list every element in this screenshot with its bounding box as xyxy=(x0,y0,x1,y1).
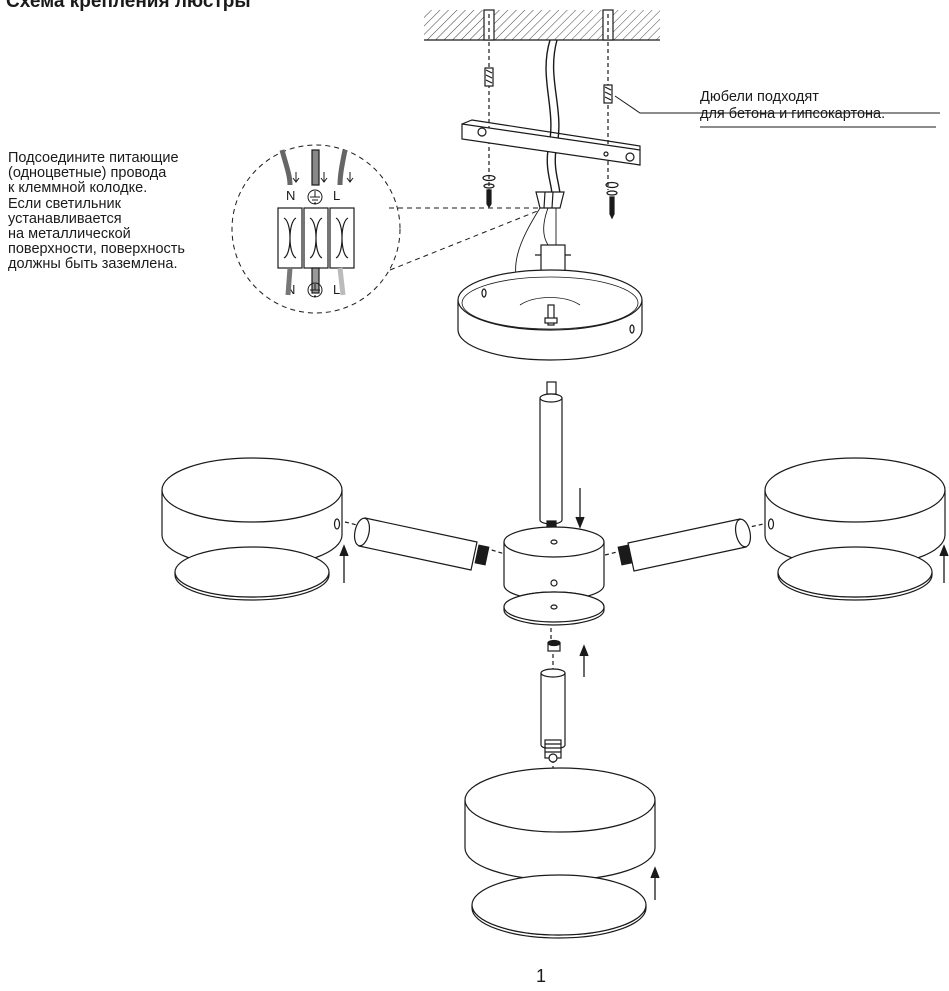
dowel-left xyxy=(484,67,494,87)
dowel-right xyxy=(603,84,613,104)
ceiling-surface xyxy=(424,9,660,41)
right-arm xyxy=(617,518,752,572)
bottom-lamp-shade xyxy=(464,767,656,939)
wiring-line: Подсоедините питающие xyxy=(8,150,179,166)
terminal-label-n-top: N xyxy=(286,188,296,203)
dowel-note: Дюбели подходят для бетона и гипсокартон… xyxy=(700,89,885,123)
cable-terminal-block xyxy=(535,191,565,209)
center-stem xyxy=(539,381,563,530)
terminal-label-l-bottom: L xyxy=(333,282,341,297)
screw-right xyxy=(605,181,619,220)
terminal-label-l-top: L xyxy=(333,188,341,203)
wiring-instructions: Подсоедините питающие (одноцветные) пров… xyxy=(8,150,248,273)
wiring-line: (одноцветные) провода xyxy=(8,165,167,182)
wiring-detail-callout xyxy=(231,144,541,314)
right-lamp-shade xyxy=(764,457,946,601)
wiring-terminal-detail xyxy=(277,149,355,296)
dowel-line: для бетона и гипсокартона. xyxy=(700,106,886,122)
wiring-line: должны быть заземлена. xyxy=(8,256,178,273)
bottom-arm xyxy=(540,668,566,763)
dowel-line: Дюбели подходят xyxy=(700,89,819,105)
left-arm xyxy=(353,517,490,571)
ground-symbol-icon xyxy=(307,189,323,298)
hub-nut xyxy=(547,639,561,652)
wiring-line: поверхности, поверхность xyxy=(8,241,185,258)
mounting-bracket xyxy=(461,119,641,166)
central-hub xyxy=(503,526,605,626)
wiring-line: устанавливается xyxy=(8,210,122,227)
diagram-title: Схема крепления люстры xyxy=(6,0,251,12)
power-cable xyxy=(545,39,553,196)
assembly-arrow-icon xyxy=(339,488,949,900)
wiring-line: на металлической xyxy=(8,226,131,243)
wiring-line: Если светильник xyxy=(8,195,121,212)
ceiling-canopy xyxy=(457,269,643,361)
wiring-line: к клеммной колодке. xyxy=(8,180,148,197)
left-lamp-shade xyxy=(161,457,343,601)
screw-left xyxy=(482,174,496,209)
page-number: 1 xyxy=(536,966,547,986)
